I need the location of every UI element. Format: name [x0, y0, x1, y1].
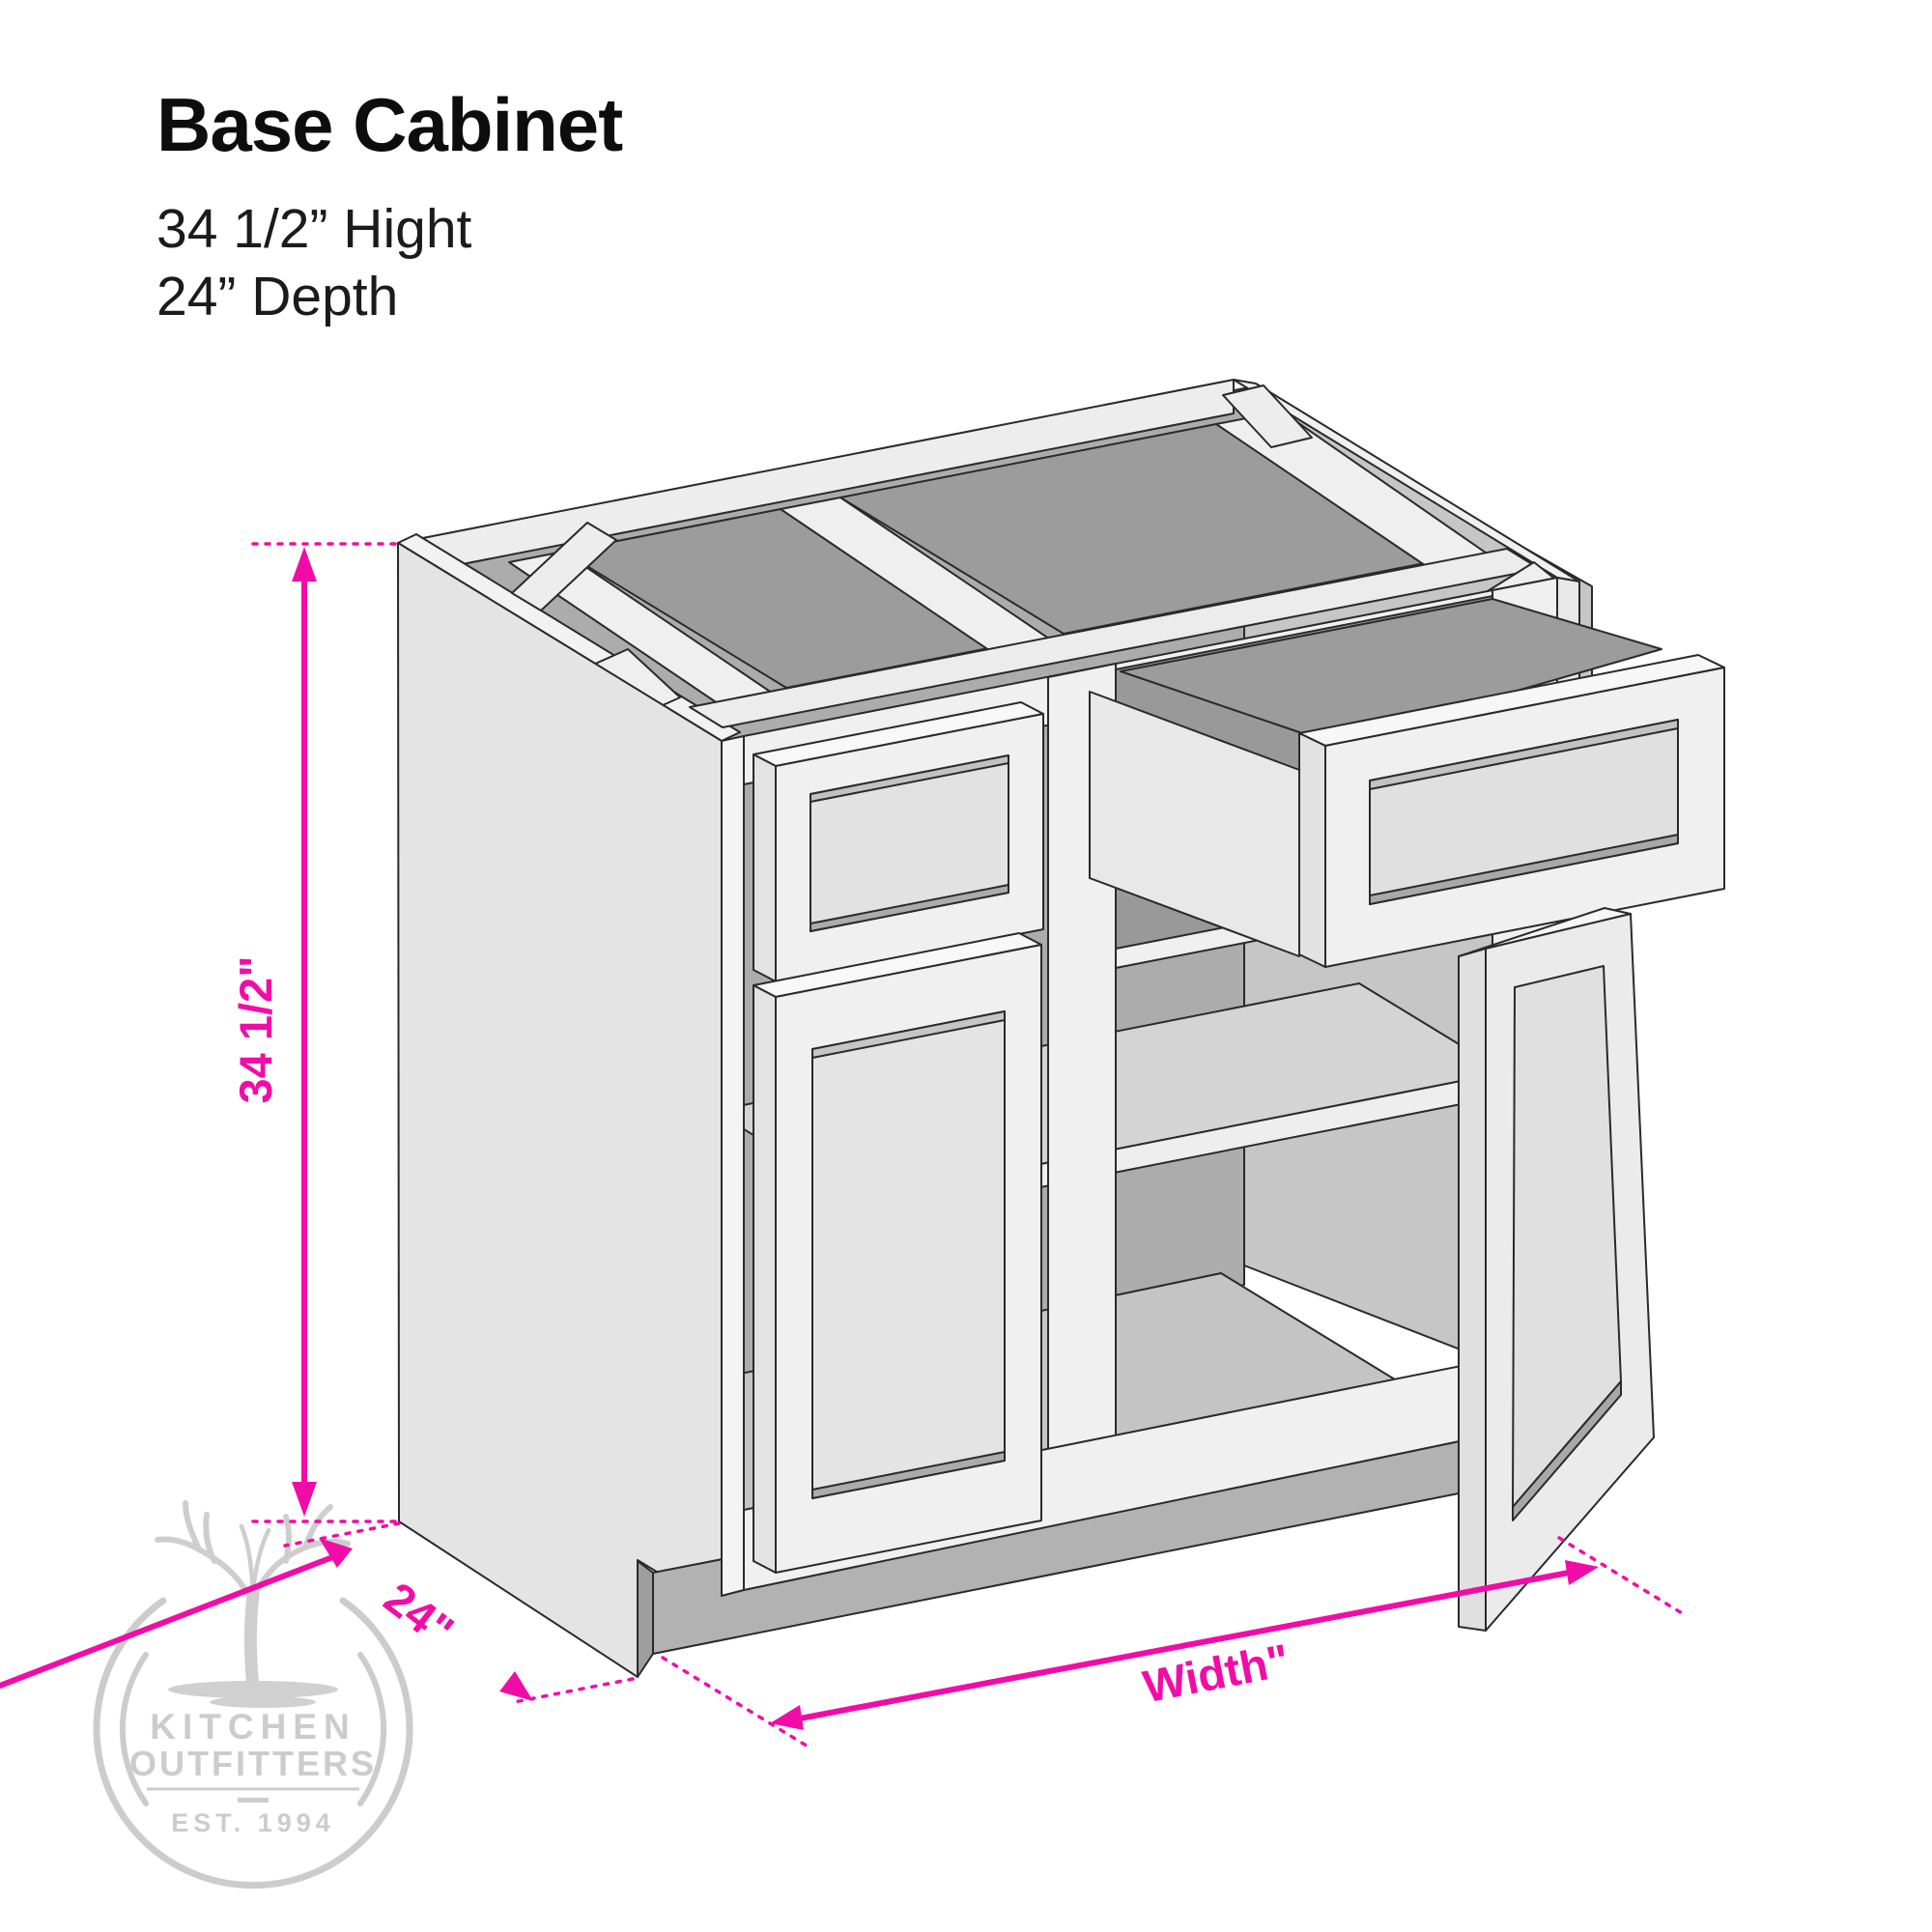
width-dimension-label: Width": [1139, 1634, 1293, 1712]
drawer-front-left: [753, 701, 1044, 982]
cabinet-top-structure: [397, 379, 1580, 742]
height-dimension-label: 34 1/2": [230, 956, 281, 1104]
drawer-box-side: [1089, 691, 1300, 957]
page-title: Base Cabinet: [156, 82, 623, 167]
door-right-open: [1458, 907, 1655, 1632]
logo-left-arc: [119, 1652, 149, 1806]
logo-line2: OUTFITTERS: [129, 1744, 377, 1783]
arrow-down-icon: [292, 1482, 317, 1517]
logo-outer-circle: [93, 1597, 413, 1889]
logo-line1: KITCHEN: [150, 1707, 355, 1747]
logo-right-arc: [357, 1652, 387, 1806]
arrow-up-icon: [292, 547, 317, 582]
kitchen-outfitters-watermark: KITCHEN OUTFITTERS EST. 1994: [93, 1500, 413, 1889]
dimension-height: 34 1/2": [230, 542, 401, 1523]
left-side-panel: [397, 542, 723, 1678]
cabinet: [397, 379, 1725, 1678]
title-block: Base Cabinet 34 1/2” Hight 24” Depth: [156, 81, 623, 330]
tree-icon: [155, 1500, 351, 1695]
logo-est: EST. 1994: [171, 1808, 335, 1837]
front-stretcher: [689, 548, 1541, 728]
spec-height: 34 1/2” Hight: [156, 198, 472, 260]
arrow-downright-icon: [499, 1671, 533, 1701]
arrow-left-icon: [770, 1705, 804, 1730]
corner-brace-back-right: [1222, 384, 1313, 448]
tree-ground: [168, 1681, 338, 1698]
spec-depth: 24” Depth: [156, 265, 399, 327]
arrow-upleft-icon: [319, 1538, 353, 1568]
corner-brace-back-left: [511, 522, 617, 611]
spec-lines: 34 1/2” Hight 24” Depth: [156, 196, 622, 330]
open-drawer: [1089, 595, 1725, 968]
door-left-closed: [753, 932, 1042, 1574]
arrow-right-icon: [1565, 1560, 1599, 1585]
